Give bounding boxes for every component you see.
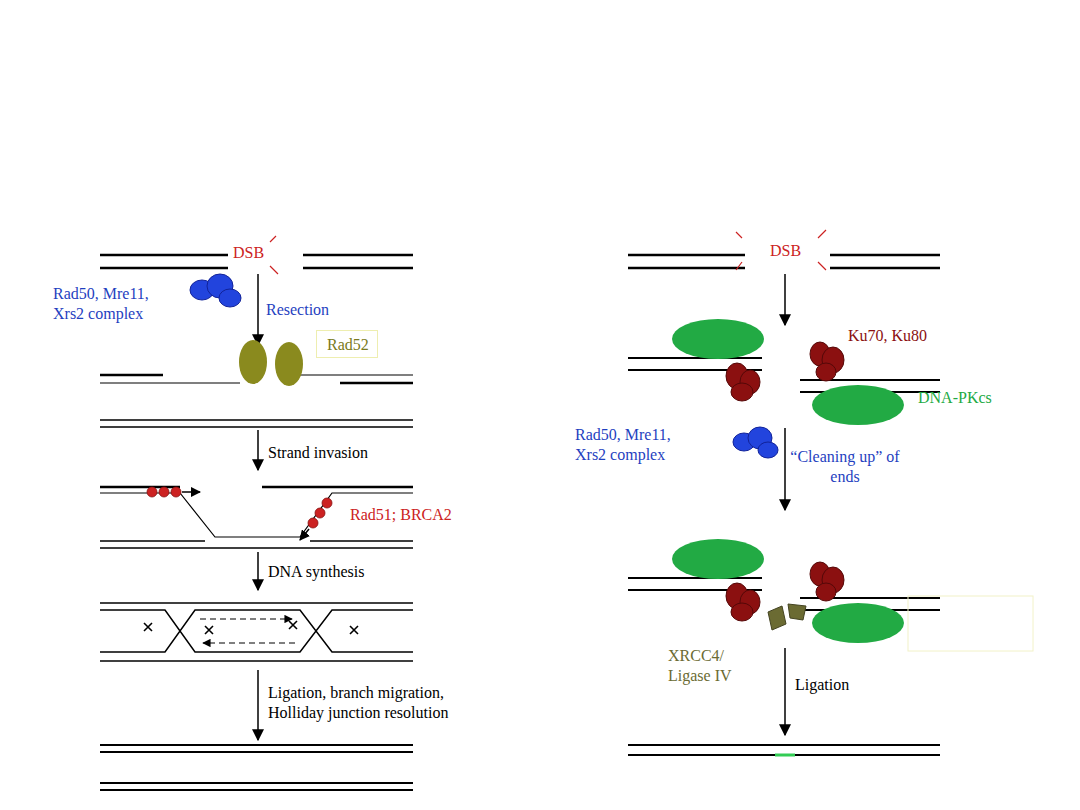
extension-arrow — [182, 491, 200, 493]
extension-arrow — [300, 529, 309, 540]
annotation-label: Ligation — [795, 675, 849, 695]
annotation-label: Rad50, Mre11, Xrs2 complex — [53, 284, 165, 324]
annotation-label: Ligation, branch migration, Holliday jun… — [268, 683, 483, 723]
node-text: Rad52 — [327, 335, 367, 355]
break-ticks — [270, 230, 826, 274]
annotation-label: Resection — [266, 300, 329, 320]
annotation-label: DNA synthesis — [268, 562, 364, 582]
annotation-label: Rad51; BRCA2 — [350, 505, 452, 525]
annotation-label: DSB — [770, 241, 801, 261]
rad52-protein — [239, 340, 303, 386]
annotation-label: DNA-PKcs — [918, 388, 992, 408]
dna-strands — [100, 255, 940, 790]
step-arrows — [258, 274, 785, 740]
rad51-filament — [147, 487, 332, 528]
mrx-complex — [190, 274, 778, 458]
annotation-label: DSB — [233, 243, 264, 263]
annotation-label: “Cleaning up” of ends — [790, 447, 900, 487]
annotation-label: Ku70, Ku80 — [848, 326, 927, 346]
annotation-label: Rad50, Mre11, Xrs2 complex — [575, 425, 687, 465]
annotation-label: XRCC4/ Ligase IV — [668, 646, 748, 686]
annotation-label: Strand invasion — [268, 443, 368, 463]
protein-label-box: Rad52 — [316, 330, 378, 358]
empty-frame — [908, 596, 1033, 651]
repair-patch — [775, 754, 795, 757]
crossover-marks — [144, 621, 358, 634]
dna-pk-complex — [672, 539, 904, 643]
